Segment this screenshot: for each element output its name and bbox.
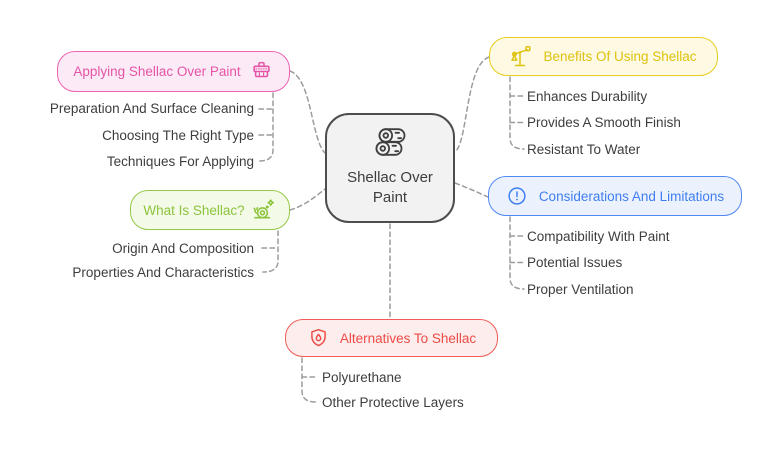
branch-label: What Is Shellac? [143, 202, 245, 218]
alert-circle-icon [508, 187, 526, 205]
branch-label: Alternatives To Shellac [339, 330, 477, 346]
connector-center-applying [289, 70, 326, 154]
leaf-potential-issues[interactable]: Potential Issues [527, 255, 623, 270]
connector-center-considerations [454, 182, 489, 198]
center-node-shellac-over-paint[interactable]: Shellac Over Paint [325, 113, 455, 223]
shield-drop-icon [310, 328, 326, 346]
connector-center-what-is [289, 188, 326, 211]
leaf-polyurethane[interactable]: Polyurethane [322, 370, 402, 385]
connector-alternatives-children [301, 357, 317, 403]
connector-what-is-children [262, 230, 279, 273]
leaf-properties-and-characteristics[interactable]: Properties And Characteristics [72, 265, 254, 280]
connector-considerations-children [509, 216, 525, 290]
center-node-label: Shellac Over Paint [347, 169, 433, 206]
branch-label: Benefits Of Using Shellac [543, 49, 697, 64]
leaf-compatibility-with-paint[interactable]: Compatibility With Paint [527, 229, 670, 244]
leaf-choosing-the-right-type[interactable]: Choosing The Right Type [102, 128, 254, 143]
branch-label: Applying Shellac Over Paint [73, 64, 241, 79]
leaf-preparation-and-surface-cleaning[interactable]: Preparation And Surface Cleaning [49, 101, 254, 116]
leaf-proper-ventilation[interactable]: Proper Ventilation [527, 282, 634, 297]
leaf-origin-and-composition[interactable]: Origin And Composition [112, 241, 254, 256]
logs-icon [375, 128, 406, 156]
leaf-provides-a-smooth-finish[interactable]: Provides A Smooth Finish [527, 115, 681, 130]
connector-benefits-children [509, 76, 525, 150]
connector-applying-children [258, 92, 274, 162]
balance-scale-icon [511, 45, 532, 66]
branch-label: Considerations And Limitations [538, 188, 725, 204]
branch-what-is-shellac[interactable]: What Is Shellac? [130, 190, 290, 230]
magic-snail-icon [253, 199, 274, 219]
branch-alternatives-to-shellac[interactable]: Alternatives To Shellac [285, 319, 498, 357]
leaf-other-protective-layers[interactable]: Other Protective Layers [322, 395, 464, 410]
leaf-techniques-for-applying[interactable]: Techniques For Applying [106, 154, 254, 169]
paint-brush-icon [252, 61, 270, 78]
connector-center-benefits [455, 56, 490, 152]
leaf-resistant-to-water[interactable]: Resistant To Water [527, 142, 641, 157]
leaf-enhances-durability[interactable]: Enhances Durability [527, 89, 648, 104]
branch-applying-shellac-over-paint[interactable]: Applying Shellac Over Paint [57, 51, 290, 92]
branch-considerations-and-limitations[interactable]: Considerations And Limitations [488, 176, 742, 216]
branch-benefits-of-using-shellac[interactable]: Benefits Of Using Shellac [489, 37, 718, 76]
